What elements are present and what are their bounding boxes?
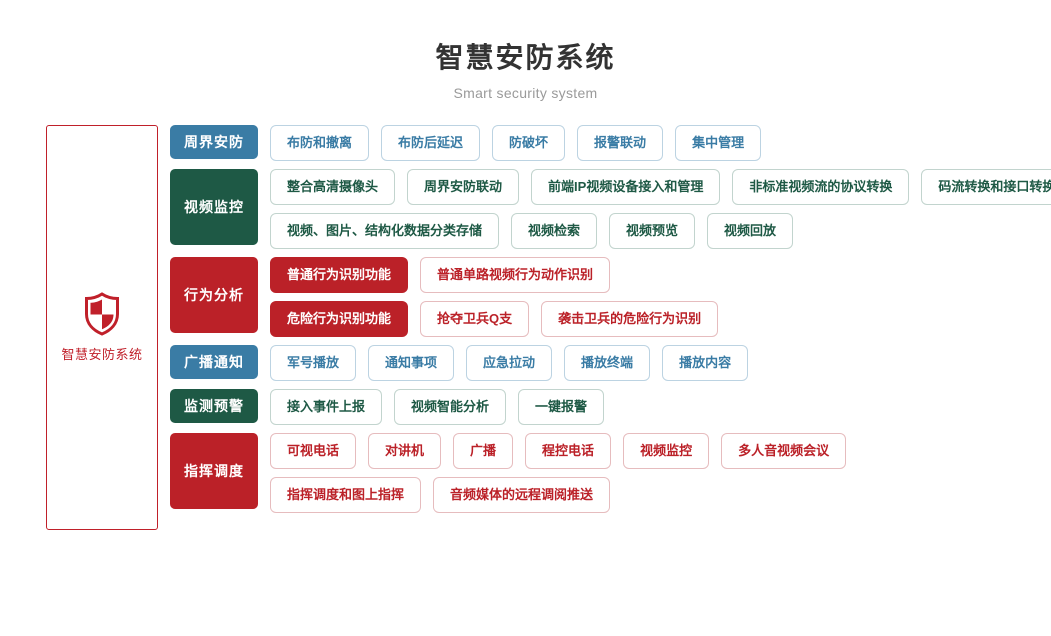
pill-row: 指挥调度和图上指挥音频媒体的远程调阅推送 — [270, 477, 1051, 513]
feature-pill[interactable]: 前端IP视频设备接入和管理 — [531, 169, 721, 205]
feature-pill[interactable]: 视频预览 — [609, 213, 696, 249]
category-group: 行为分析普通行为识别功能普通单路视频行为动作识别危险行为识别功能抢夺卫兵Q支袭击… — [170, 257, 1051, 337]
pill-row: 军号播放通知事项应急拉动播放终端播放内容 — [270, 345, 1051, 381]
feature-pill[interactable]: 普通行为识别功能 — [270, 257, 409, 293]
feature-pill[interactable]: 普通单路视频行为动作识别 — [420, 257, 611, 293]
category-group: 指挥调度可视电话对讲机广播程控电话视频监控多人音视频会议指挥调度和图上指挥音频媒… — [170, 433, 1051, 513]
page-subtitle: Smart security system — [453, 85, 598, 101]
feature-pill[interactable]: 一键报警 — [518, 389, 605, 425]
feature-pill[interactable]: 袭击卫兵的危险行为识别 — [541, 301, 719, 337]
feature-pill[interactable]: 播放终端 — [564, 345, 651, 381]
feature-pill[interactable]: 视频回放 — [707, 213, 794, 249]
feature-pill[interactable]: 周界安防联动 — [407, 169, 520, 205]
feature-pill[interactable]: 对讲机 — [368, 433, 442, 469]
category-chip[interactable]: 监测预警 — [170, 389, 258, 423]
category-rows: 普通行为识别功能普通单路视频行为动作识别危险行为识别功能抢夺卫兵Q支袭击卫兵的危… — [270, 257, 1051, 337]
feature-pill[interactable]: 通知事项 — [368, 345, 455, 381]
category-list: 周界安防布防和撤离布防后延迟防破坏报警联动集中管理视频监控整合高清摄像头周界安防… — [170, 125, 1051, 521]
feature-pill[interactable]: 程控电话 — [525, 433, 612, 469]
category-rows: 布防和撤离布防后延迟防破坏报警联动集中管理 — [270, 125, 1051, 161]
feature-pill[interactable]: 布防后延迟 — [381, 125, 481, 161]
feature-pill[interactable]: 指挥调度和图上指挥 — [270, 477, 422, 513]
feature-pill[interactable]: 集中管理 — [675, 125, 762, 161]
feature-pill[interactable]: 军号播放 — [270, 345, 357, 381]
feature-pill[interactable]: 危险行为识别功能 — [270, 301, 409, 337]
feature-pill[interactable]: 音频媒体的远程调阅推送 — [433, 477, 611, 513]
category-chip[interactable]: 行为分析 — [170, 257, 258, 333]
feature-pill[interactable]: 视频、图片、结构化数据分类存储 — [270, 213, 500, 249]
feature-pill[interactable]: 非标准视频流的协议转换 — [732, 169, 910, 205]
feature-pill[interactable]: 播放内容 — [662, 345, 749, 381]
feature-pill[interactable]: 可视电话 — [270, 433, 357, 469]
category-chip[interactable]: 指挥调度 — [170, 433, 258, 509]
feature-pill[interactable]: 码流转换和接口转换 — [921, 169, 1051, 205]
feature-pill[interactable]: 接入事件上报 — [270, 389, 383, 425]
shield-icon — [83, 292, 121, 336]
feature-pill[interactable]: 防破坏 — [492, 125, 566, 161]
pill-row: 危险行为识别功能抢夺卫兵Q支袭击卫兵的危险行为识别 — [270, 301, 1051, 337]
feature-pill[interactable]: 抢夺卫兵Q支 — [420, 301, 530, 337]
pill-row: 普通行为识别功能普通单路视频行为动作识别 — [270, 257, 1051, 293]
feature-pill[interactable]: 多人音视频会议 — [721, 433, 847, 469]
category-chip[interactable]: 广播通知 — [170, 345, 258, 379]
feature-pill[interactable]: 视频检索 — [511, 213, 598, 249]
pill-row: 视频、图片、结构化数据分类存储视频检索视频预览视频回放 — [270, 213, 1051, 249]
system-panel: 智慧安防系统 — [46, 125, 158, 530]
architecture-board: 智慧安防系统 周界安防布防和撤离布防后延迟防破坏报警联动集中管理视频监控整合高清… — [0, 125, 1051, 530]
pill-row: 整合高清摄像头周界安防联动前端IP视频设备接入和管理非标准视频流的协议转换码流转… — [270, 169, 1051, 205]
category-rows: 整合高清摄像头周界安防联动前端IP视频设备接入和管理非标准视频流的协议转换码流转… — [270, 169, 1051, 249]
pill-row: 接入事件上报视频智能分析一键报警 — [270, 389, 1051, 425]
page-title: 智慧安防系统 — [435, 42, 616, 73]
page-header: 智慧安防系统 Smart security system — [0, 0, 1051, 104]
pill-row: 布防和撤离布防后延迟防破坏报警联动集中管理 — [270, 125, 1051, 161]
category-rows: 接入事件上报视频智能分析一键报警 — [270, 389, 1051, 425]
category-group: 广播通知军号播放通知事项应急拉动播放终端播放内容 — [170, 345, 1051, 381]
feature-pill[interactable]: 广播 — [453, 433, 514, 469]
category-group: 视频监控整合高清摄像头周界安防联动前端IP视频设备接入和管理非标准视频流的协议转… — [170, 169, 1051, 249]
category-group: 监测预警接入事件上报视频智能分析一键报警 — [170, 389, 1051, 425]
category-group: 周界安防布防和撤离布防后延迟防破坏报警联动集中管理 — [170, 125, 1051, 161]
feature-pill[interactable]: 应急拉动 — [466, 345, 553, 381]
category-rows: 军号播放通知事项应急拉动播放终端播放内容 — [270, 345, 1051, 381]
feature-pill[interactable]: 视频监控 — [623, 433, 710, 469]
system-panel-label: 智慧安防系统 — [61, 347, 143, 362]
pill-row: 可视电话对讲机广播程控电话视频监控多人音视频会议 — [270, 433, 1051, 469]
category-chip[interactable]: 视频监控 — [170, 169, 258, 245]
category-chip[interactable]: 周界安防 — [170, 125, 258, 159]
feature-pill[interactable]: 视频智能分析 — [394, 389, 507, 425]
feature-pill[interactable]: 整合高清摄像头 — [270, 169, 396, 205]
feature-pill[interactable]: 布防和撤离 — [270, 125, 370, 161]
feature-pill[interactable]: 报警联动 — [577, 125, 664, 161]
category-rows: 可视电话对讲机广播程控电话视频监控多人音视频会议指挥调度和图上指挥音频媒体的远程… — [270, 433, 1051, 513]
